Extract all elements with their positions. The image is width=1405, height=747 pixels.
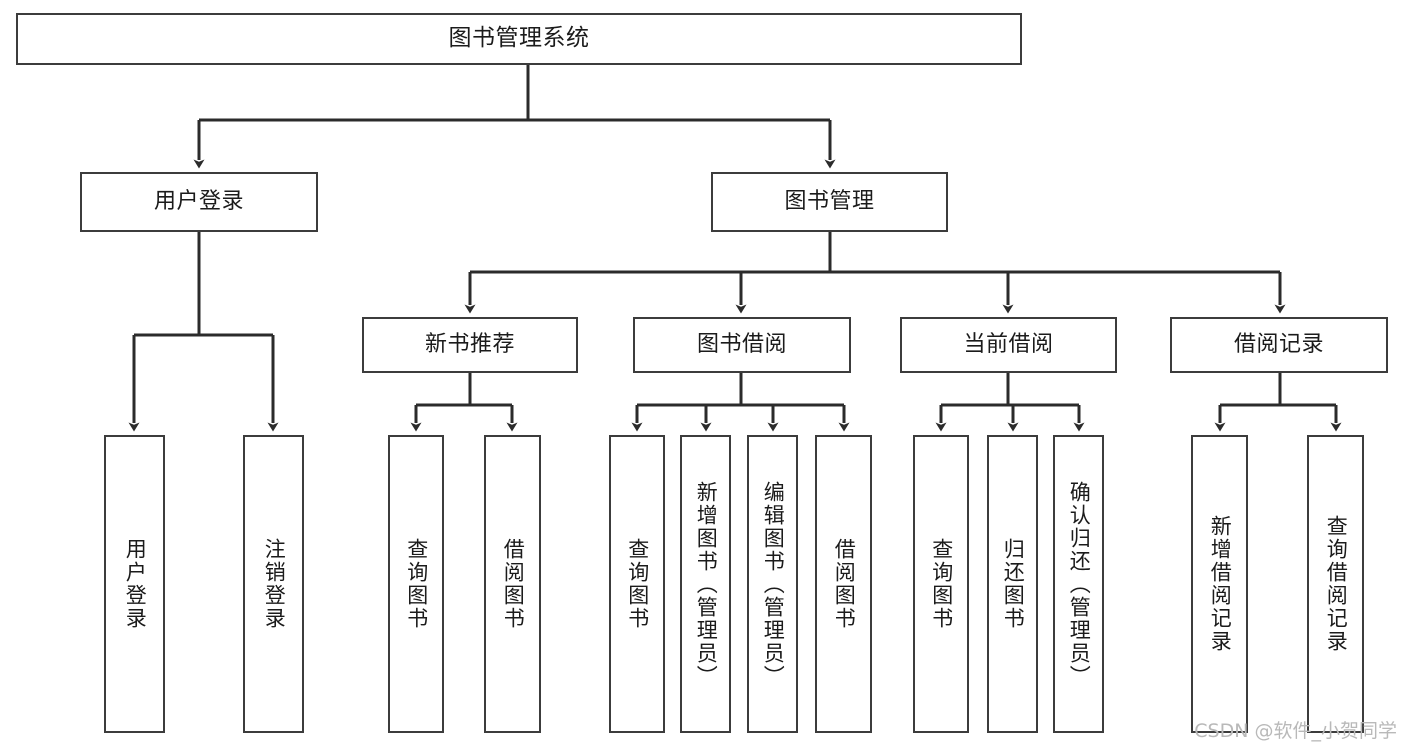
leaf-node[interactable]: 查询借阅记录 — [1307, 435, 1364, 733]
node-book-management-label: 图书管理 — [784, 189, 875, 215]
node-current-borrow-label: 当前借阅 — [963, 332, 1054, 358]
leaf-node[interactable]: 借阅图书 — [484, 435, 541, 733]
node-book-borrow[interactable]: 图书借阅 — [633, 317, 851, 373]
leaf-node-label: 借阅图书 — [832, 538, 857, 630]
node-current-borrow[interactable]: 当前借阅 — [900, 317, 1117, 373]
leaf-node[interactable]: 新增借阅记录 — [1191, 435, 1248, 733]
leaf-node-label: 查询图书 — [625, 538, 650, 630]
leaf-node-label: 借阅图书 — [501, 538, 526, 630]
node-root[interactable]: 图书管理系统 — [16, 13, 1022, 65]
leaf-node[interactable]: 查询图书 — [609, 435, 665, 733]
leaf-node[interactable]: 借阅图书 — [815, 435, 872, 733]
leaf-node-label: 归还图书 — [1001, 538, 1026, 630]
leaf-node-label: 查询图书 — [404, 538, 429, 630]
leaf-node-label: 确认归还（管理员） — [1067, 480, 1092, 688]
leaf-node[interactable]: 用户登录 — [104, 435, 165, 733]
leaf-node[interactable]: 归还图书 — [987, 435, 1038, 733]
watermark: CSDN @软件_小贺同学 — [1194, 720, 1397, 742]
leaf-node[interactable]: 查询图书 — [388, 435, 444, 733]
leaf-node-label: 新增图书（管理员） — [694, 480, 719, 688]
node-user-login-label: 用户登录 — [153, 189, 244, 215]
leaf-node-label: 查询借阅记录 — [1324, 515, 1349, 653]
leaf-node-label: 用户登录 — [123, 538, 148, 630]
node-new-book-recommend[interactable]: 新书推荐 — [362, 317, 578, 373]
node-book-management[interactable]: 图书管理 — [711, 172, 948, 232]
node-new-book-recommend-label: 新书推荐 — [424, 332, 515, 358]
node-borrow-records[interactable]: 借阅记录 — [1170, 317, 1388, 373]
leaf-node-label: 查询图书 — [929, 538, 954, 630]
leaf-node[interactable]: 新增图书（管理员） — [680, 435, 731, 733]
leaf-node[interactable]: 编辑图书（管理员） — [747, 435, 798, 733]
leaf-node[interactable]: 确认归还（管理员） — [1053, 435, 1104, 733]
leaf-node-label: 编辑图书（管理员） — [761, 480, 786, 688]
leaf-node-label: 新增借阅记录 — [1208, 515, 1233, 653]
node-root-label: 图书管理系统 — [448, 25, 590, 52]
node-user-login[interactable]: 用户登录 — [80, 172, 318, 232]
node-book-borrow-label: 图书借阅 — [696, 332, 787, 358]
node-borrow-records-label: 借阅记录 — [1233, 332, 1324, 358]
leaf-node[interactable]: 查询图书 — [913, 435, 969, 733]
leaf-node-label: 注销登录 — [262, 538, 287, 630]
leaf-node[interactable]: 注销登录 — [243, 435, 304, 733]
